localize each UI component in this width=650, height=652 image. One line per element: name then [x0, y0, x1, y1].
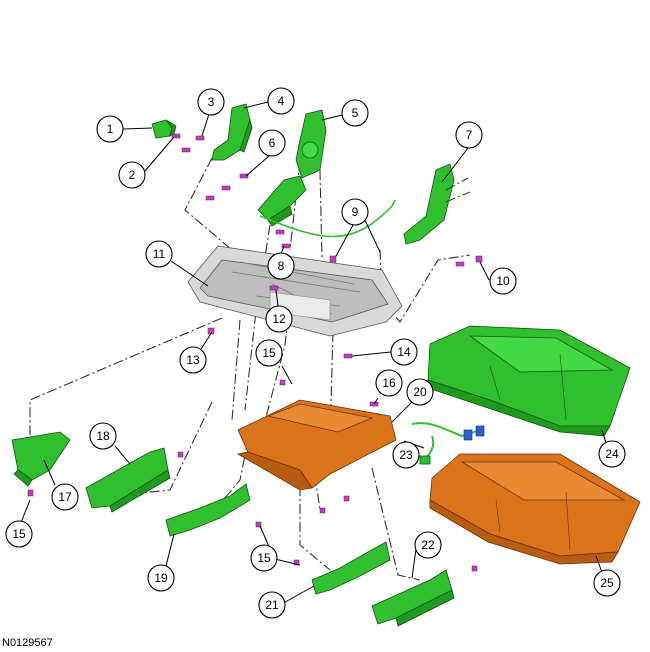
svg-text:25: 25 — [600, 576, 614, 590]
release-cable — [259, 199, 396, 238]
callout-11: 11 — [145, 240, 173, 268]
part-18-side-shield — [85, 447, 171, 513]
callout-5: 5 — [341, 99, 369, 127]
callout-15-b: 15 — [5, 520, 33, 548]
svg-text:7: 7 — [466, 128, 473, 142]
svg-text:8: 8 — [278, 259, 285, 273]
callout-7: 7 — [455, 121, 483, 149]
callout-25: 25 — [593, 569, 621, 597]
part-21-cover — [311, 541, 391, 595]
svg-text:19: 19 — [154, 571, 168, 585]
part-24-seat-cushion-green — [427, 325, 631, 437]
callout-23: 23 — [392, 441, 420, 469]
svg-text:5: 5 — [352, 106, 359, 120]
part-17-cover — [11, 431, 71, 487]
svg-text:20: 20 — [413, 385, 427, 399]
callout-14: 14 — [390, 338, 418, 366]
svg-text:14: 14 — [397, 345, 411, 359]
svg-text:12: 12 — [272, 312, 286, 326]
callout-2: 2 — [118, 161, 146, 189]
svg-text:1: 1 — [107, 122, 114, 136]
callout-17: 17 — [51, 483, 79, 511]
callout-15-a: 15 — [255, 339, 283, 367]
svg-text:11: 11 — [153, 247, 166, 261]
part-1-knob — [151, 119, 177, 139]
assembly-leader-lines — [29, 157, 471, 581]
callout-8: 8 — [267, 252, 295, 280]
svg-text:15: 15 — [257, 551, 271, 565]
part-22-side-shield — [371, 569, 455, 627]
svg-text:4: 4 — [278, 94, 285, 108]
svg-text:17: 17 — [58, 490, 72, 504]
callout-13: 13 — [179, 346, 207, 374]
callout-15-c: 15 — [250, 544, 278, 572]
part-25-seat-cushion-orange — [429, 453, 641, 565]
figure-id: N0129567 — [2, 637, 53, 649]
svg-text:21: 21 — [265, 598, 279, 612]
svg-text:2: 2 — [129, 168, 136, 182]
svg-text:23: 23 — [399, 448, 413, 462]
callout-22: 22 — [414, 531, 442, 559]
svg-text:15: 15 — [262, 346, 276, 360]
part-11-seat-frame — [187, 245, 403, 337]
svg-text:6: 6 — [269, 136, 276, 150]
part-23-harness — [411, 422, 485, 465]
callout-20: 20 — [406, 378, 434, 406]
svg-text:18: 18 — [96, 429, 110, 443]
svg-text:3: 3 — [208, 95, 215, 109]
part-5-recliner — [295, 109, 327, 179]
callout-4: 4 — [267, 87, 295, 115]
callout-9: 9 — [341, 198, 369, 226]
svg-text:9: 9 — [352, 205, 359, 219]
part-19-cover — [165, 483, 251, 537]
callout-12: 12 — [265, 305, 293, 333]
part-7-right-bracket — [403, 163, 471, 245]
callout-1: 1 — [96, 115, 124, 143]
callout-10: 10 — [489, 267, 517, 295]
fasteners — [27, 133, 483, 572]
callout-19: 19 — [147, 564, 175, 592]
svg-text:22: 22 — [421, 538, 435, 552]
svg-text:24: 24 — [605, 447, 619, 461]
callout-6: 6 — [258, 129, 286, 157]
callout-24: 24 — [598, 440, 626, 468]
callout-21: 21 — [258, 591, 286, 619]
svg-text:13: 13 — [186, 353, 200, 367]
callout-18: 18 — [89, 422, 117, 450]
svg-text:16: 16 — [382, 376, 396, 390]
svg-text:10: 10 — [496, 274, 510, 288]
part-4-hinge-bracket — [211, 103, 253, 161]
svg-text:15: 15 — [12, 527, 26, 541]
callout-16: 16 — [375, 369, 403, 397]
callout-3: 3 — [197, 88, 225, 116]
part-20-seat-track — [236, 399, 397, 491]
